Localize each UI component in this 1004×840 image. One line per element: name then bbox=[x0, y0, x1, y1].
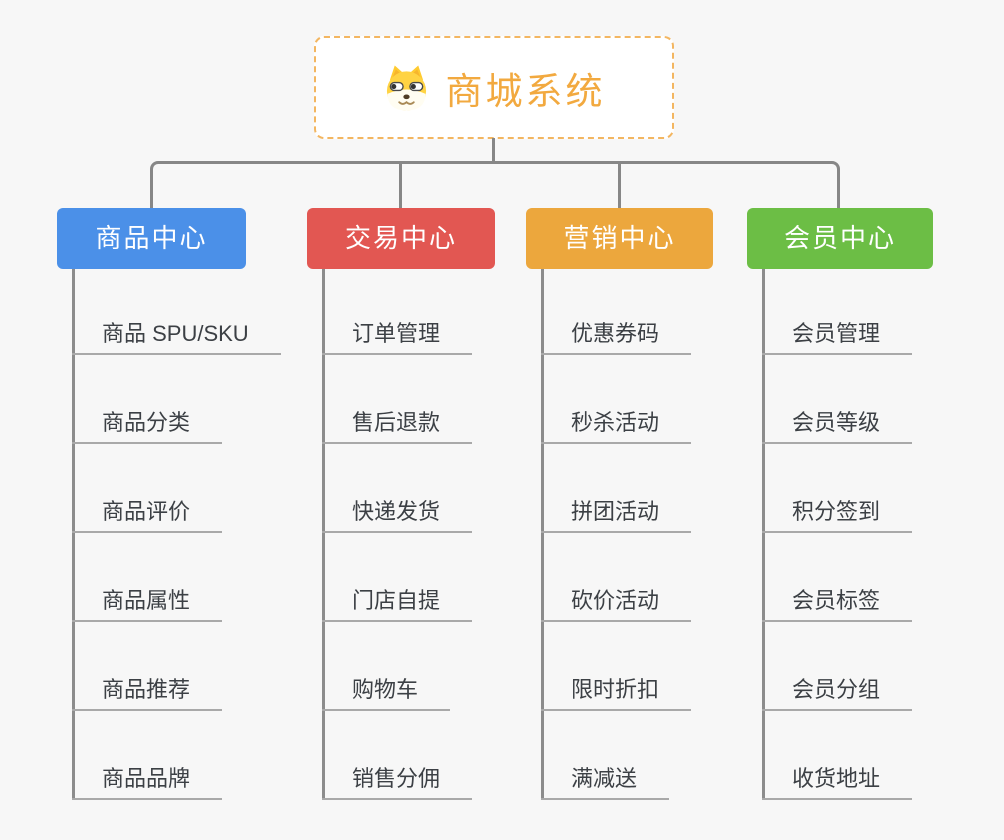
connector-spine-trade bbox=[322, 269, 325, 800]
branch-node-trade-center[interactable]: 交易中心 bbox=[307, 208, 495, 269]
connector-stub-branch-3 bbox=[618, 163, 621, 209]
connector-stub-branch-2 bbox=[399, 163, 402, 209]
leaf-node[interactable]: 销售分佣 bbox=[322, 762, 473, 800]
connector-trunk bbox=[150, 161, 840, 209]
leaf-node[interactable]: 收货地址 bbox=[762, 762, 913, 800]
connector-spine-member bbox=[762, 269, 765, 800]
leaf-node[interactable]: 限时折扣 bbox=[541, 673, 692, 711]
leaf-node[interactable]: 商品分类 bbox=[72, 406, 223, 444]
branch-node-product-center[interactable]: 商品中心 bbox=[57, 208, 246, 269]
leaf-node[interactable]: 积分签到 bbox=[762, 495, 913, 533]
leaf-node[interactable]: 会员等级 bbox=[762, 406, 913, 444]
leaf-node[interactable]: 快递发货 bbox=[322, 495, 473, 533]
leaf-node[interactable]: 商品推荐 bbox=[72, 673, 223, 711]
leaf-node[interactable]: 商品品牌 bbox=[72, 762, 223, 800]
root-title: 商城系统 bbox=[445, 70, 606, 112]
leaf-node[interactable]: 砍价活动 bbox=[541, 584, 692, 622]
leaf-node[interactable]: 商品 SPU/SKU bbox=[72, 317, 281, 355]
branch-node-marketing-center[interactable]: 营销中心 bbox=[526, 208, 713, 269]
leaf-node[interactable]: 会员管理 bbox=[762, 317, 913, 355]
connector-root-stub bbox=[492, 138, 495, 164]
connector-spine-product bbox=[72, 269, 75, 800]
leaf-node[interactable]: 商品评价 bbox=[72, 495, 223, 533]
leaf-node[interactable]: 优惠券码 bbox=[541, 317, 692, 355]
doge-icon bbox=[386, 64, 426, 111]
leaf-node[interactable]: 售后退款 bbox=[322, 406, 473, 444]
leaf-node[interactable]: 满减送 bbox=[541, 762, 670, 800]
leaf-node[interactable]: 会员标签 bbox=[762, 584, 913, 622]
leaf-node[interactable]: 商品属性 bbox=[72, 584, 223, 622]
leaf-node[interactable]: 购物车 bbox=[322, 673, 451, 711]
leaf-node[interactable]: 订单管理 bbox=[322, 317, 473, 355]
branch-node-member-center[interactable]: 会员中心 bbox=[747, 208, 933, 269]
leaf-node[interactable]: 门店自提 bbox=[322, 584, 473, 622]
connector-spine-marketing bbox=[541, 269, 544, 800]
leaf-node[interactable]: 拼团活动 bbox=[541, 495, 692, 533]
leaf-node[interactable]: 秒杀活动 bbox=[541, 406, 692, 444]
root-node-mall-system[interactable]: 商城系统 bbox=[314, 36, 674, 139]
leaf-node[interactable]: 会员分组 bbox=[762, 673, 913, 711]
